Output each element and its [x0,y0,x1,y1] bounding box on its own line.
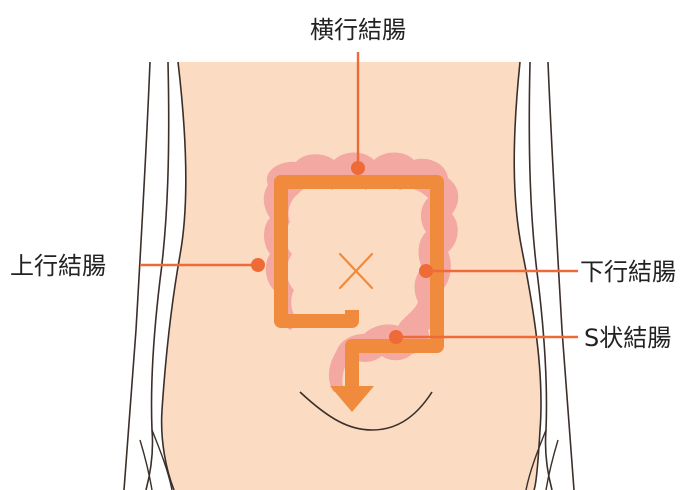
sigmoid-dot [389,330,403,344]
left-arm-outline [124,62,150,490]
descending-colon-label: 下行結腸 [580,258,676,286]
ascending-colon-label: 上行結腸 [10,252,106,280]
right-arm-outline [548,62,574,490]
descending-dot [419,264,433,278]
torso [124,62,574,490]
transverse-colon-label: 横行結腸 [310,16,406,44]
sigmoid-colon-label: S状結腸 [584,324,671,352]
ascending-dot [251,258,265,272]
transverse-dot [351,161,365,175]
